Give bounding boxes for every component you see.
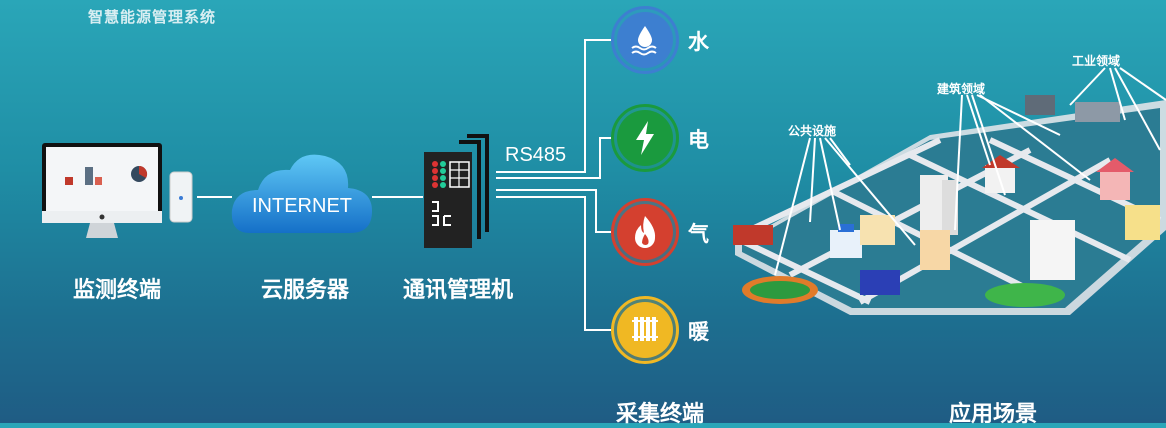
scenario-label: 应用场景 xyxy=(948,402,1038,427)
cloud-server-icon xyxy=(231,154,372,233)
electricity-item xyxy=(611,104,679,172)
water-item xyxy=(611,6,679,74)
gas-label: 气 xyxy=(688,222,709,246)
internet-label: INTERNET xyxy=(252,195,352,217)
water-label: 水 xyxy=(688,30,709,54)
cloud-server-label: 云服务器 xyxy=(260,278,350,303)
heating-label: 暖 xyxy=(688,320,709,344)
water-drop-icon xyxy=(617,12,673,68)
lightning-icon xyxy=(617,110,673,166)
radiator-icon xyxy=(617,302,673,358)
heating-item xyxy=(611,296,679,364)
label-public-facilities: 公共设施 xyxy=(788,124,837,138)
electricity-label: 电 xyxy=(688,128,709,152)
rs485-label: RS485 xyxy=(505,144,567,166)
label-building-sector: 建筑领域 xyxy=(937,82,986,96)
gateway-device-icon xyxy=(424,134,489,248)
collector-terminal-label: 采集终端 xyxy=(615,402,705,427)
monitor-terminal-illustration xyxy=(42,143,193,238)
flame-icon xyxy=(617,204,673,260)
label-industry-sector: 工业领域 xyxy=(1072,54,1121,68)
gas-item xyxy=(611,198,679,266)
gateway-label: 通讯管理机 xyxy=(402,278,514,303)
monitor-terminal-label: 监测终端 xyxy=(72,278,162,303)
system-title: 智慧能源管理系统 xyxy=(88,8,217,26)
city-scene-illustration xyxy=(733,67,1166,315)
